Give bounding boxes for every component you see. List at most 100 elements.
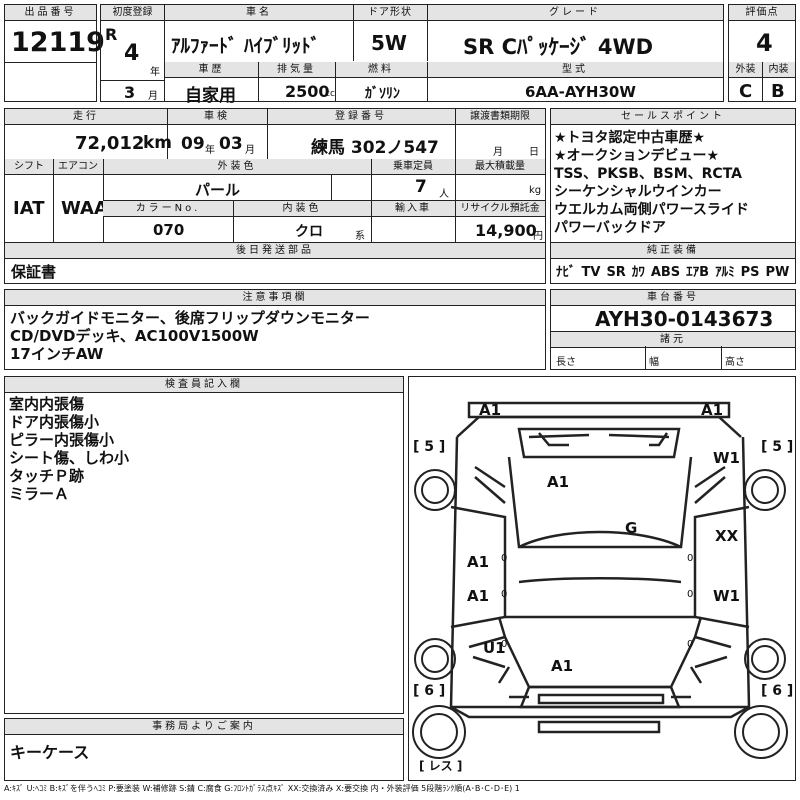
score-box: 評価点 4 外装 内装 C B	[728, 4, 796, 102]
int-color-value: クロ	[295, 224, 323, 240]
interior-grade: B	[771, 81, 785, 102]
ext-color-label: 外装色	[217, 161, 257, 172]
notes-label: 注意事項欄	[5, 290, 545, 306]
office-label: 事務局よりご案内	[5, 719, 403, 735]
spec-width: 幅	[649, 357, 659, 368]
equipment-item: PW	[765, 265, 790, 280]
inspector-line: ミラーＡ	[9, 485, 70, 503]
inspector-line: ピラー内張傷小	[9, 431, 115, 449]
note-line: バックガイドモニター、後席フリップダウンモニター	[10, 309, 370, 327]
details-box: 走行 車検 登録番号 譲渡書類期限 72,012 km 09 年 03 月 練馬…	[4, 108, 546, 284]
damage-mark: A1	[701, 401, 724, 419]
color-no-value: 070	[153, 221, 185, 239]
panel-mark: 0	[501, 639, 508, 650]
tire-rear-right: [ 6 ]	[761, 683, 794, 699]
panel-mark: 0	[501, 553, 508, 564]
inspector-label: 検査員記入欄	[5, 377, 403, 393]
equipment-item: ABS	[650, 265, 681, 280]
lot-number-box: 出品番号 12119	[4, 4, 105, 102]
spec-length: 長さ	[556, 357, 576, 368]
plate-value: 練馬 302ノ547	[311, 138, 439, 158]
damage-mark: W1	[713, 449, 740, 467]
inspector-line: タッチＰ跡	[9, 467, 85, 485]
sales-point-line: パワーバックドア	[554, 220, 666, 236]
shift-value: IAT	[13, 198, 45, 219]
displacement-value: 2500	[285, 82, 330, 101]
door-label: ドア形状	[368, 7, 412, 18]
chassis-label: 車台番号	[551, 290, 795, 306]
sales-points-list: ★トヨタ認定中古車歴★★オークションデビュー★TSS、PKSB、BSM、RCTA…	[554, 129, 749, 237]
recycle-value: 14,900	[475, 221, 537, 240]
color-no-label: カラーNo.	[135, 203, 201, 214]
door-value: 5W	[371, 31, 407, 55]
chassis-box: 車台番号 AYH30-0143673 諸元 長さ 幅 高さ	[550, 289, 796, 370]
capacity-unit: 人	[439, 189, 449, 200]
model-value: 6AA-AYH30W	[525, 83, 636, 101]
sales-point-line: シーケンシャルウインカー	[554, 184, 722, 200]
interior-label: 内装	[768, 64, 789, 75]
transfer-month-unit: 月	[493, 147, 503, 158]
month-unit: 月	[148, 91, 158, 102]
panel-mark: 0	[687, 639, 694, 650]
equipment-item: ｶﾜ	[631, 265, 645, 280]
transfer-day-unit: 日	[529, 147, 539, 158]
damage-mark: G	[625, 519, 638, 537]
car-outline-svg	[412, 401, 788, 759]
recycle-label: リサイクル預託金	[460, 203, 540, 214]
grade-label: グレード	[549, 7, 601, 18]
score-value: 4	[756, 29, 773, 57]
aircon-label: エアコン	[58, 161, 98, 172]
inspection-year-unit: 年	[205, 145, 215, 156]
score-label: 評価点	[729, 5, 795, 21]
inspector-box: 検査員記入欄 室内内張傷ドア内張傷小ピラー内張傷小シート傷、しわ小タッチＰ跡ミラ…	[4, 376, 404, 714]
damage-mark: XX	[715, 527, 739, 545]
fuel-value: ｶﾞｿﾘﾝ	[365, 86, 400, 102]
chassis-value: AYH30-0143673	[595, 307, 774, 331]
plate-label: 登録番号	[335, 111, 387, 122]
vehicle-info-box: 車名 ドア形状 グレード ｱﾙﾌｧｰﾄﾞ ﾊｲﾌﾞﾘｯﾄﾞ 5W SR Cﾊﾟｯ…	[164, 4, 724, 106]
transfer-label: 譲渡書類期限	[470, 111, 530, 122]
displacement-unit: cc	[325, 89, 335, 99]
inspector-line: 室内内張傷	[9, 395, 85, 413]
shift-label: シフト	[14, 161, 44, 172]
equipment-item: PS	[740, 265, 760, 280]
int-color-unit: 系	[355, 231, 365, 242]
lot-number-value: 12119	[11, 27, 105, 58]
grade-value: SR Cﾊﾟｯｹｰｼﾞ 4WD	[463, 35, 654, 59]
office-value: キーケース	[10, 743, 90, 762]
equipment-item: ﾅﾋﾞ	[556, 265, 576, 280]
inspection-month-unit: 月	[245, 145, 255, 156]
equipment-item: ｴｱB	[686, 265, 710, 280]
import-label: 輸入車	[395, 203, 431, 214]
damage-mark: A1	[551, 657, 574, 675]
recycle-unit: 円	[533, 231, 543, 242]
damage-mark: A1	[467, 553, 490, 571]
office-box: 事務局よりご案内 キーケース	[4, 718, 404, 781]
note-line: CD/DVDデッキ、AC100V1500W	[10, 327, 259, 345]
tire-front-left: [ 5 ]	[413, 439, 446, 455]
panel-mark: 0	[687, 553, 694, 564]
ext-color-value: パール	[195, 181, 241, 199]
sales-point-line: ★トヨタ認定中古車歴★	[554, 130, 706, 146]
mileage-unit: km	[143, 133, 173, 153]
inspection-year: 09	[181, 134, 205, 154]
model-label: 型式	[562, 64, 588, 75]
max-load-unit: kg	[529, 185, 542, 196]
inspection-label: 車検	[204, 111, 230, 122]
fuel-label: 燃料	[368, 64, 394, 75]
first-registration-box: 初度登録 R 4 年 3 月	[100, 4, 165, 102]
history-value: 自家用	[185, 86, 236, 106]
sales-points-label: セールスポイント	[551, 109, 795, 125]
specs-label: 諸元	[551, 331, 795, 348]
inspector-list: 室内内張傷ドア内張傷小ピラー内張傷小シート傷、しわ小タッチＰ跡ミラーＡ	[9, 395, 129, 503]
legend: A:ｷｽﾞ U:ﾍｺﾐ B:ｷｽﾞを伴うﾍｺﾐ P:要塗装 W:補修跡 S:錆 …	[4, 784, 520, 793]
inspector-line: ドア内張傷小	[9, 413, 100, 431]
note-line: 17インチAW	[10, 345, 104, 363]
inspector-line: シート傷、しわ小	[9, 449, 130, 467]
aircon-value: WAA	[61, 198, 108, 219]
damage-mark: A1	[479, 401, 502, 419]
inspection-month: 03	[219, 134, 243, 154]
